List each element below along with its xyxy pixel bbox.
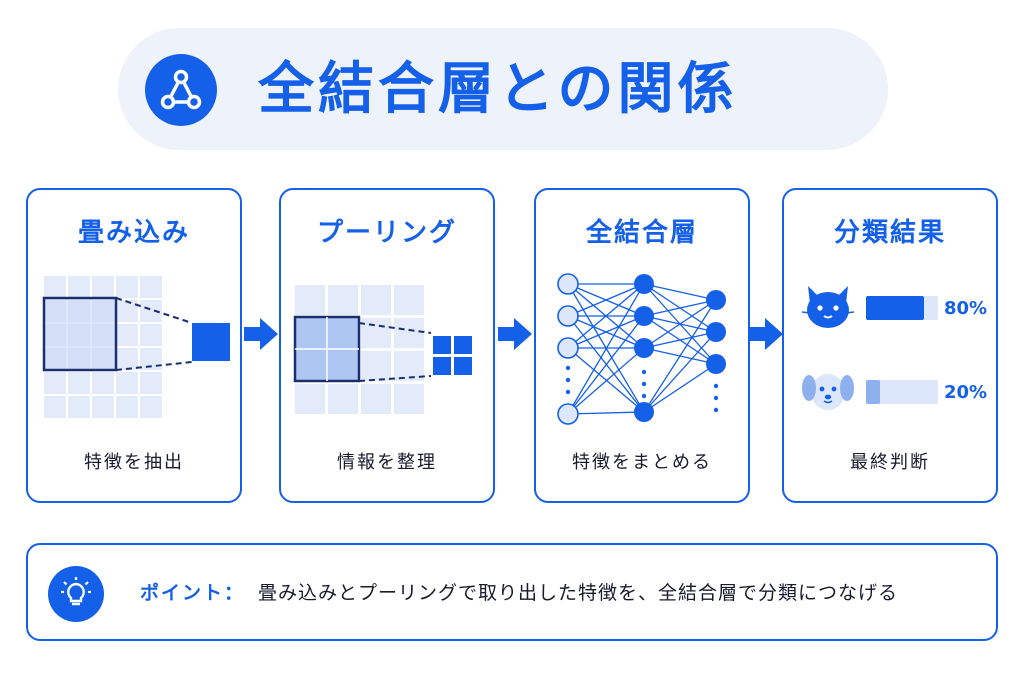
ellipsis-dot: [641, 393, 647, 399]
grid-cell: [140, 276, 162, 298]
card-title: 畳み込み: [77, 218, 190, 248]
ellipsis-dot: [641, 369, 647, 375]
nn-input-node: [557, 337, 579, 359]
nn-hidden-node: [634, 306, 654, 326]
nn-edge: [567, 315, 645, 349]
nn-hidden-node: [634, 402, 654, 422]
grid-cell: [361, 318, 391, 348]
nn-edge: [567, 347, 645, 413]
nn-edge: [643, 299, 717, 349]
grid-cell: [92, 276, 114, 298]
page-title: 全結合層との関係: [258, 57, 738, 122]
card-caption: 情報を整理: [337, 452, 437, 473]
ellipsis-dot: [565, 377, 571, 383]
grid-cell: [116, 372, 138, 394]
ellipsis-dot: [641, 381, 647, 387]
grid-cell: [44, 372, 66, 394]
grid-cell: [92, 372, 114, 394]
result-bar-fill: [866, 296, 924, 320]
pooling-illustration: [293, 285, 472, 414]
grid-cell: [295, 384, 325, 414]
nn-hidden-node: [634, 274, 654, 294]
grid-cell: [328, 384, 358, 414]
grid-cell: [116, 348, 138, 370]
nn-edge: [643, 331, 717, 349]
neural-network-illustration: [557, 273, 726, 425]
arrow-right-icon: [244, 318, 278, 350]
grid-cell: [140, 396, 162, 418]
nn-hidden-node: [634, 338, 654, 358]
grid-cell: [92, 396, 114, 418]
grid-cell: [68, 276, 90, 298]
grid-cell: [394, 384, 424, 414]
grid-cell: [116, 300, 138, 322]
card-title: プーリング: [316, 218, 457, 248]
nn-output-node: [706, 322, 726, 342]
grid-cell: [140, 348, 162, 370]
grid-cell: [116, 276, 138, 298]
tip-text: 畳み込みとプーリングで取り出した特徴を、全結合層で分類につなげる: [258, 582, 899, 604]
nn-edge: [567, 315, 645, 415]
nn-input-node: [557, 305, 579, 327]
grid-cell: [44, 396, 66, 418]
ellipsis-dot: [713, 395, 719, 401]
card-title: 分類結果: [833, 218, 946, 248]
grid-cell: [361, 384, 391, 414]
grid-cell: [295, 285, 325, 315]
result-percent: 80%: [944, 298, 988, 319]
convolution-illustration: [42, 276, 230, 418]
result-percent: 20%: [944, 382, 988, 403]
tip-label: ポイント：: [140, 582, 246, 604]
card-pooling: プーリング 情報を整理: [279, 188, 495, 503]
lightbulb-icon: [48, 566, 104, 622]
grid-cell: [140, 300, 162, 322]
card-classification: 分類結果 80% 20% 最終判断: [782, 188, 998, 503]
nn-input-node: [557, 273, 579, 295]
cat-icon: [801, 286, 855, 328]
network-icon: [145, 54, 217, 126]
card-convolution: 畳み込み 特徴を抽出: [26, 188, 242, 503]
arrow-right-icon: [498, 318, 532, 350]
grid-cell: [68, 396, 90, 418]
title-banner: [118, 28, 888, 150]
grid-cell: [328, 285, 358, 315]
nn-edge: [643, 299, 717, 413]
nn-edge: [567, 283, 645, 317]
card-caption: 特徴をまとめる: [572, 452, 712, 473]
ellipsis-dot: [565, 365, 571, 371]
card-title: 全結合層: [585, 218, 698, 248]
result-bar-fill: [866, 380, 880, 404]
grid-cell: [44, 276, 66, 298]
grid-cell: [394, 285, 424, 315]
nn-edge: [643, 363, 717, 413]
grid-cell: [68, 372, 90, 394]
grid-cell: [140, 324, 162, 346]
grid-cell: [361, 351, 391, 381]
nn-edge: [567, 411, 645, 415]
nn-input-node: [557, 403, 579, 425]
nn-output-node: [706, 290, 726, 310]
nn-output-node: [706, 354, 726, 374]
dog-icon: [802, 374, 854, 410]
nn-edge: [643, 331, 717, 413]
ellipsis-dot: [713, 383, 719, 389]
nn-edge: [567, 283, 645, 415]
nn-edge: [567, 283, 645, 349]
grid-cell: [140, 372, 162, 394]
ellipsis-dot: [713, 407, 719, 413]
nn-edge: [643, 283, 717, 301]
nn-edge: [567, 347, 645, 415]
grid-cell: [116, 324, 138, 346]
ellipsis-dot: [565, 389, 571, 395]
card-caption: 最終判断: [850, 452, 930, 473]
card-fully-connected: 全結合層 特徴をまとめる: [534, 188, 750, 503]
grid-cell: [116, 396, 138, 418]
card-caption: 特徴を抽出: [84, 452, 184, 473]
nn-edge: [643, 299, 717, 317]
grid-cell: [361, 285, 391, 315]
tip-box: [26, 543, 998, 641]
grid-cell: [394, 318, 424, 348]
arrow-right-icon: [749, 318, 783, 350]
